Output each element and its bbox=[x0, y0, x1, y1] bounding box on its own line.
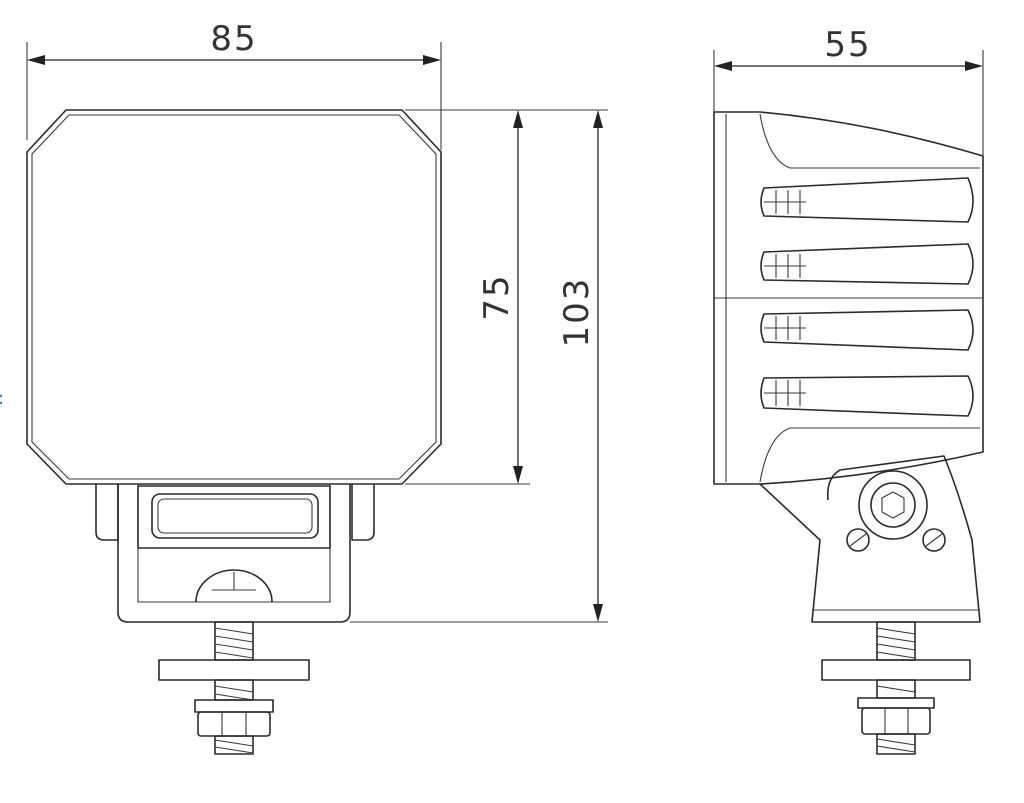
mount-bracket bbox=[95, 484, 375, 623]
cooling-fins bbox=[760, 177, 974, 417]
total-height-label: 103 bbox=[557, 277, 597, 348]
total-height-dimension: 103 bbox=[350, 109, 608, 623]
lamp-housing bbox=[26, 109, 442, 485]
side-mount bbox=[759, 455, 981, 623]
depth-dimension: 55 bbox=[713, 25, 984, 156]
lens-height-dimension: 75 bbox=[405, 109, 530, 485]
width-label: 85 bbox=[210, 19, 257, 59]
side-view: 55 bbox=[713, 25, 984, 755]
bolt-assembly bbox=[158, 621, 310, 755]
edge-mark: : bbox=[0, 388, 4, 409]
side-housing bbox=[713, 111, 984, 485]
lens-height-label: 75 bbox=[477, 273, 517, 320]
side-bolt-assembly bbox=[821, 621, 971, 755]
depth-label: 55 bbox=[824, 25, 871, 65]
width-dimension: 85 bbox=[26, 19, 442, 150]
front-view: 85 bbox=[26, 19, 608, 755]
